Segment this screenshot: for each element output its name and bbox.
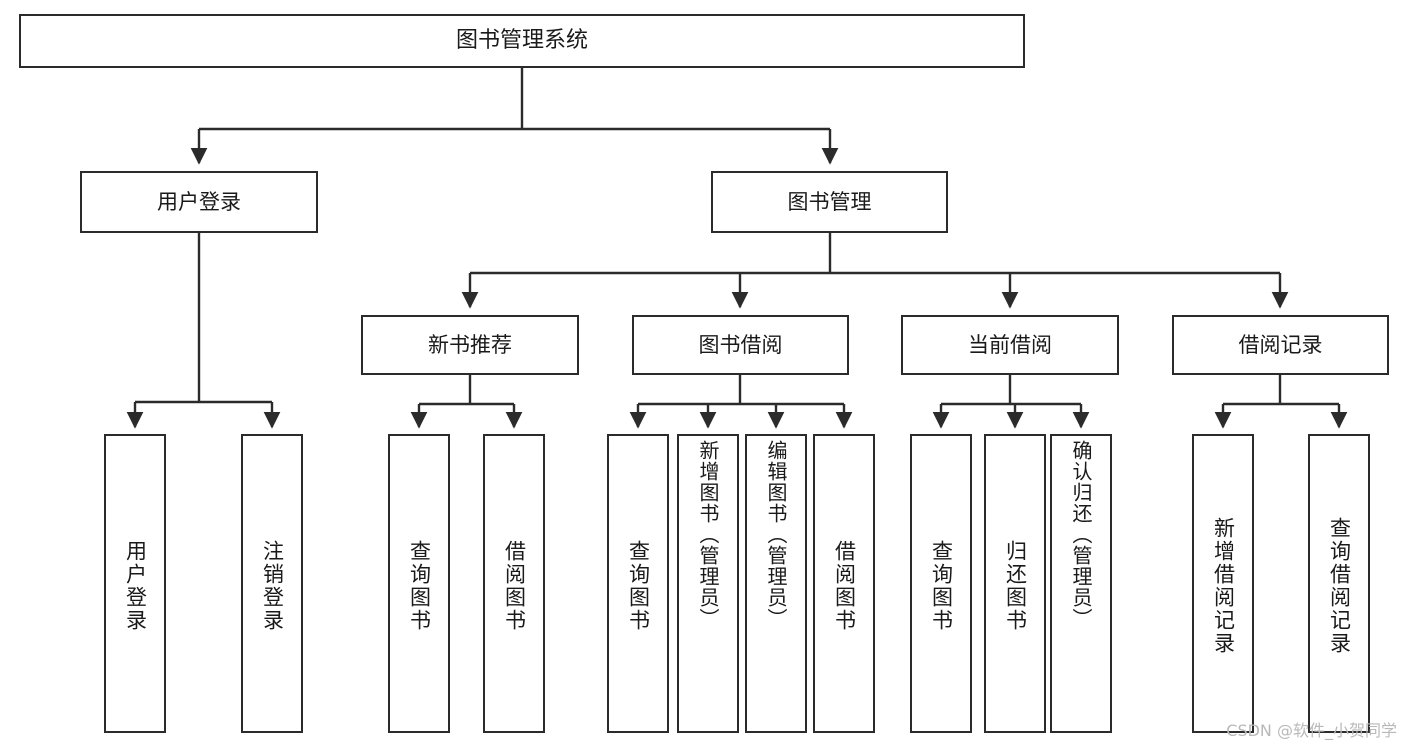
leaf-add-borrow-record[interactable]: 新增借阅记录	[1192, 434, 1254, 733]
leaf-query-book-current[interactable]: 查询图书	[910, 434, 972, 733]
leaf-query-book-newbook-label: 查询图书	[407, 539, 432, 632]
leaf-confirm-return-admin[interactable]: 确认归还（管理员）	[1050, 434, 1112, 733]
leaf-return-book[interactable]: 归还图书	[984, 434, 1046, 733]
leaf-confirm-return-admin-label: 确认归还（管理员）	[1069, 440, 1093, 629]
leaf-logout-label: 注销登录	[260, 539, 285, 632]
watermark-text: CSDN @软件_小贺同学	[1226, 721, 1397, 740]
leaf-add-borrow-record-label: 新增借阅记录	[1211, 516, 1236, 655]
leaf-query-borrow-record-label: 查询借阅记录	[1327, 516, 1352, 655]
leaf-borrow-book-borrow-label: 借阅图书	[832, 539, 857, 632]
node-book-management-label: 图书管理	[787, 189, 872, 214]
leaf-query-book-borrow-label: 查询图书	[626, 539, 651, 632]
node-current-borrow[interactable]: 当前借阅	[901, 315, 1119, 375]
node-user-login[interactable]: 用户登录	[80, 171, 318, 233]
leaf-borrow-book-newbook[interactable]: 借阅图书	[483, 434, 545, 733]
leaf-borrow-book-newbook-label: 借阅图书	[502, 539, 527, 632]
node-book-borrow[interactable]: 图书借阅	[632, 315, 849, 375]
node-book-borrow-label: 图书借阅	[698, 332, 783, 357]
leaf-query-borrow-record[interactable]: 查询借阅记录	[1308, 434, 1370, 733]
node-current-borrow-label: 当前借阅	[968, 332, 1052, 357]
leaf-user-login-label: 用户登录	[123, 539, 148, 632]
leaf-query-book-borrow[interactable]: 查询图书	[607, 434, 669, 733]
node-new-book-recommend[interactable]: 新书推荐	[361, 315, 579, 375]
leaf-add-book-admin-label: 新增图书（管理员）	[696, 440, 720, 629]
leaf-edit-book-admin-label: 编辑图书（管理员）	[764, 440, 788, 629]
node-borrow-record[interactable]: 借阅记录	[1172, 315, 1389, 375]
leaf-query-book-current-label: 查询图书	[929, 539, 954, 632]
leaf-logout[interactable]: 注销登录	[241, 434, 303, 733]
leaf-query-book-newbook[interactable]: 查询图书	[388, 434, 450, 733]
node-root[interactable]: 图书管理系统	[19, 14, 1025, 68]
node-root-label: 图书管理系统	[455, 28, 588, 54]
leaf-edit-book-admin[interactable]: 编辑图书（管理员）	[745, 434, 807, 733]
node-borrow-record-label: 借阅记录	[1238, 332, 1323, 357]
leaf-add-book-admin[interactable]: 新增图书（管理员）	[677, 434, 739, 733]
leaf-borrow-book-borrow[interactable]: 借阅图书	[813, 434, 875, 733]
node-book-management[interactable]: 图书管理	[711, 171, 948, 233]
leaf-return-book-label: 归还图书	[1003, 539, 1028, 632]
node-user-login-label: 用户登录	[157, 189, 241, 214]
node-new-book-recommend-label: 新书推荐	[428, 332, 512, 357]
leaf-user-login[interactable]: 用户登录	[104, 434, 166, 733]
